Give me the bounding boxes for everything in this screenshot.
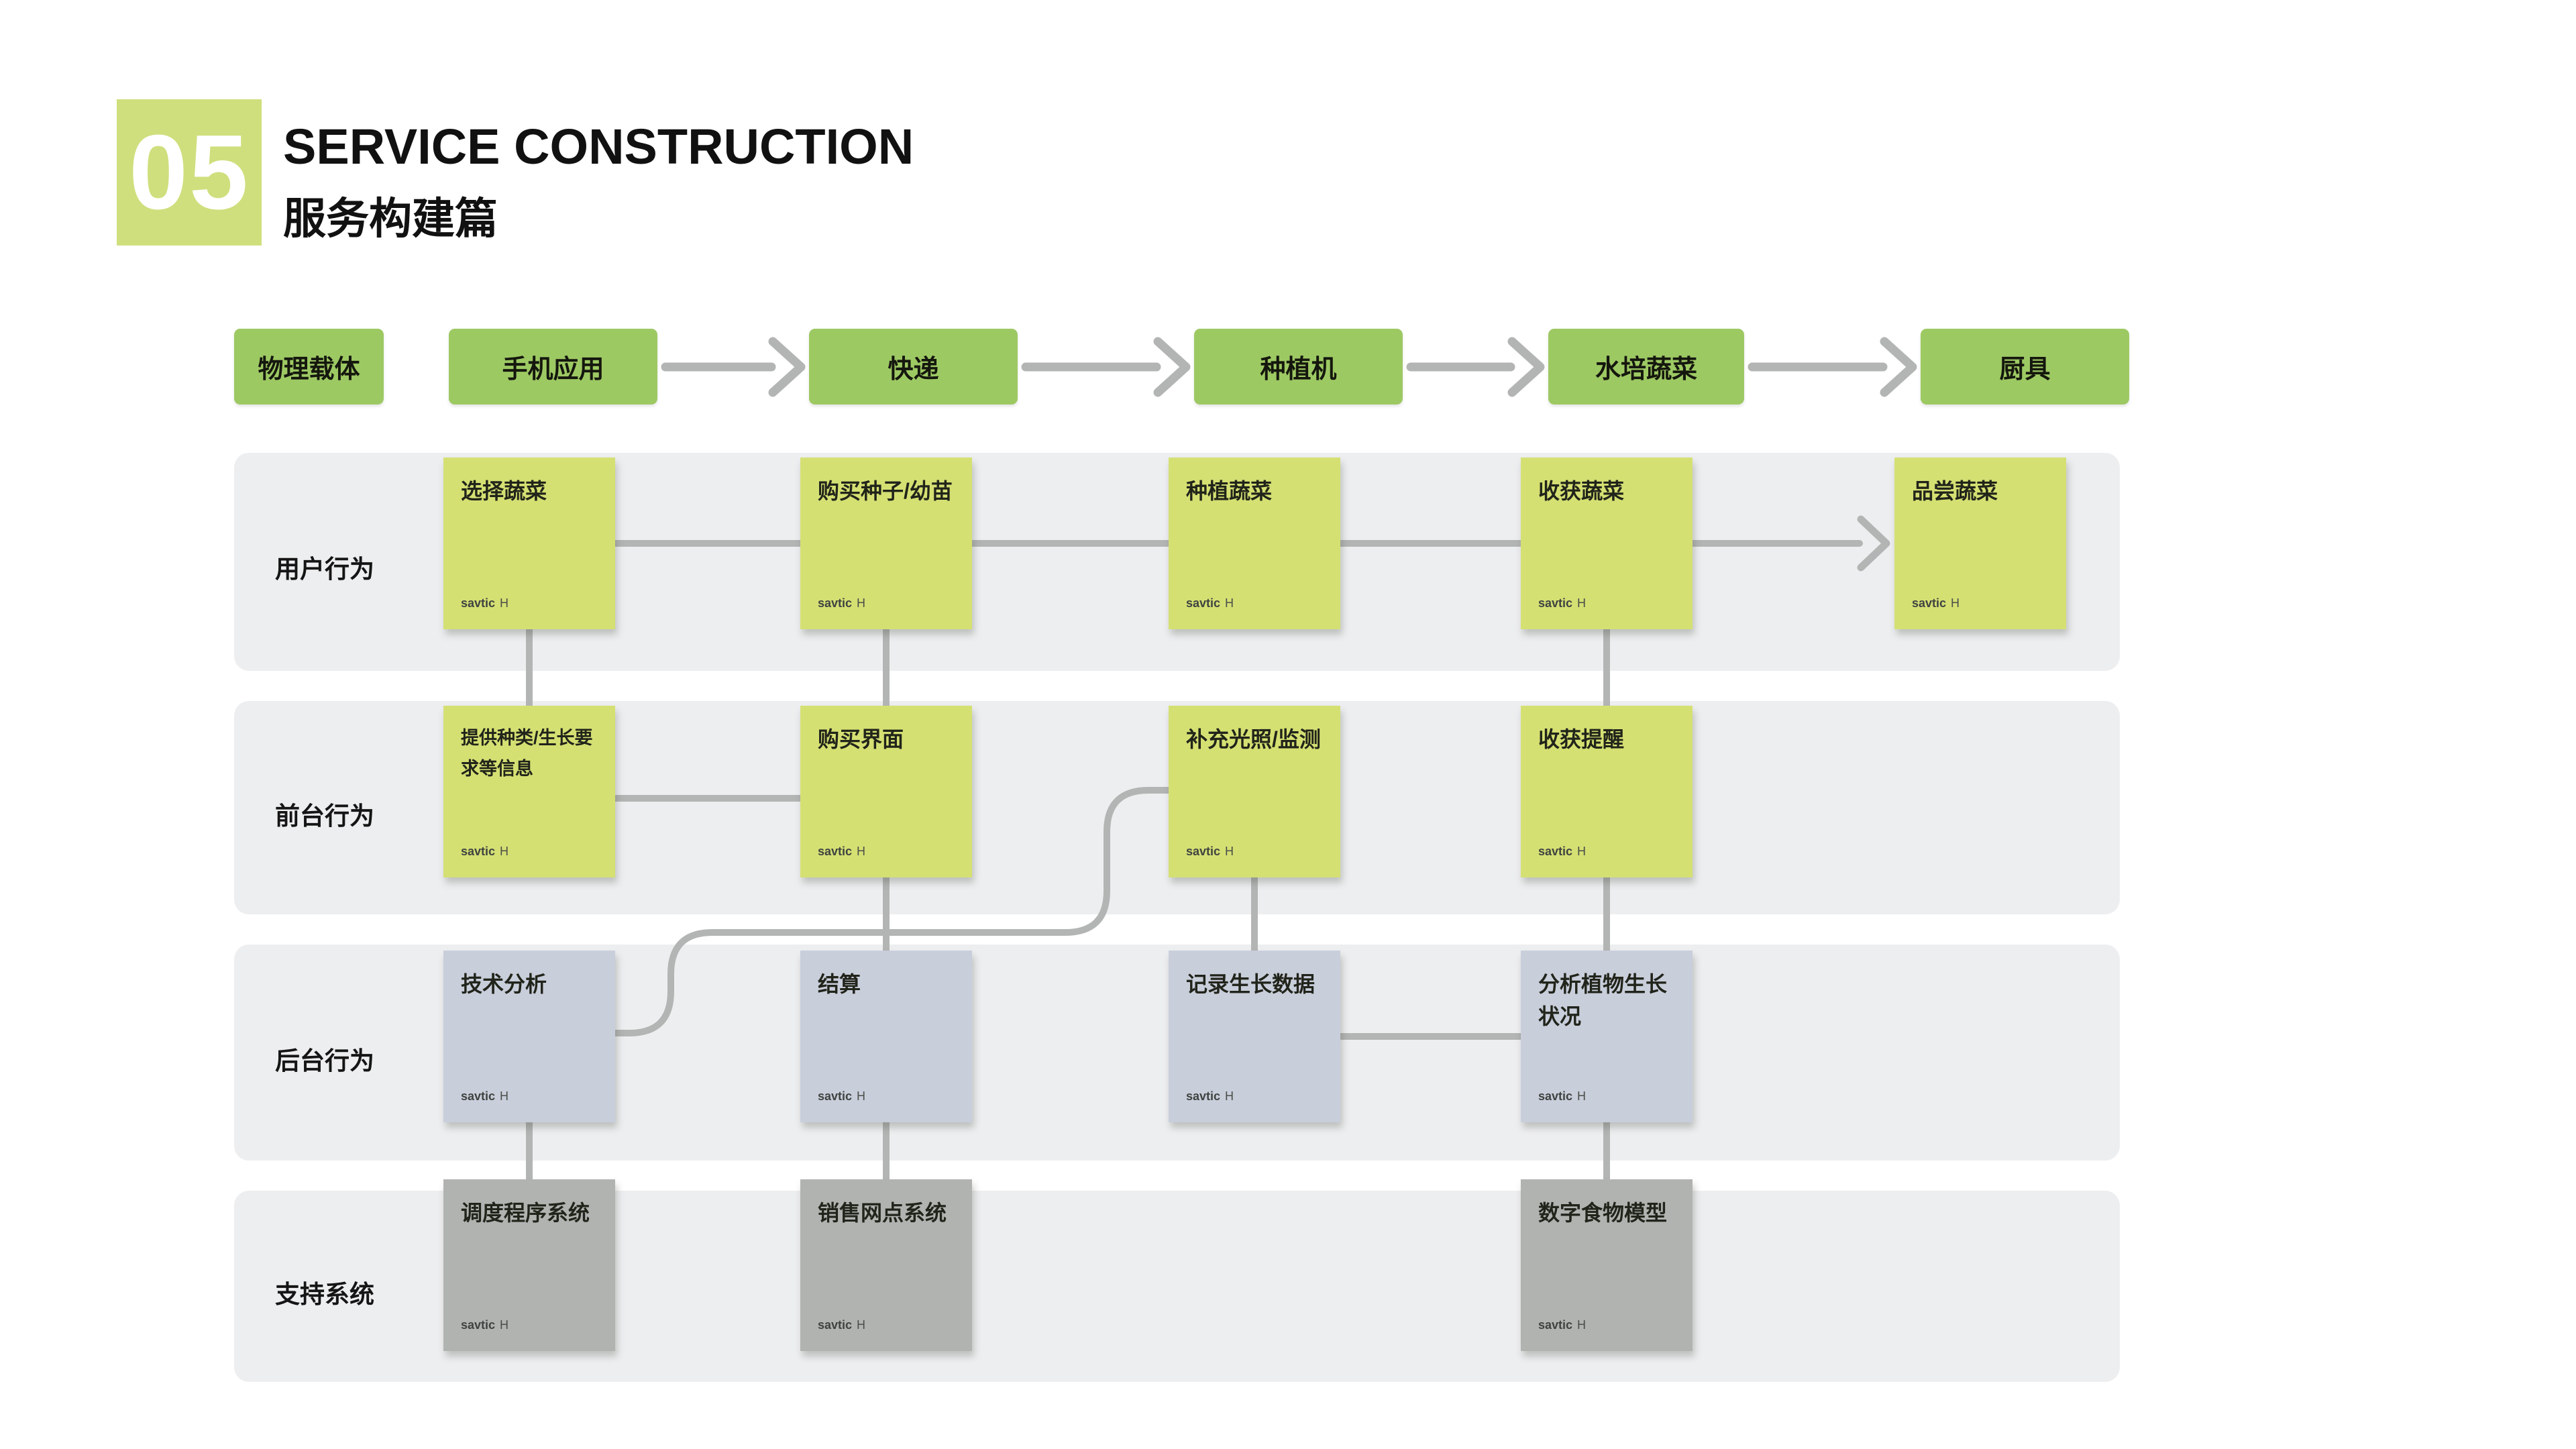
section-number-box: 05 (117, 99, 262, 246)
header: SERVICE CONSTRUCTION 服务构建篇 (283, 118, 914, 246)
lane-label-backstage: 后台行为 (275, 1047, 374, 1075)
carrier-mobile-app: 手机应用 (449, 329, 657, 405)
carrier-kitchenware: 厨具 (1921, 329, 2129, 405)
carrier-delivery: 快递 (809, 329, 1018, 405)
page-subtitle: 服务构建篇 (283, 195, 498, 243)
arrowhead-hydroponic-icon (1507, 337, 1545, 397)
carrier-planter: 种植机 (1194, 329, 1403, 405)
carrier-row-label: 物理载体 (234, 329, 384, 405)
lane-label-user-behavior: 用户行为 (275, 555, 374, 583)
carrier-hydroponic: 水培蔬菜 (1548, 329, 1744, 405)
page-title: SERVICE CONSTRUCTION (283, 119, 914, 174)
lane-label-frontstage: 前台行为 (275, 802, 374, 830)
arrowhead-planter-icon (1153, 337, 1191, 397)
lane-label-support: 支持系统 (275, 1281, 374, 1308)
arrowhead-kitchen-icon (1880, 337, 1917, 397)
arrowhead-delivery-icon (768, 337, 806, 397)
section-number: 05 (129, 113, 250, 231)
arrowhead-taste-icon (1857, 515, 1890, 572)
link-tech-to-light-curve (612, 787, 1172, 1036)
